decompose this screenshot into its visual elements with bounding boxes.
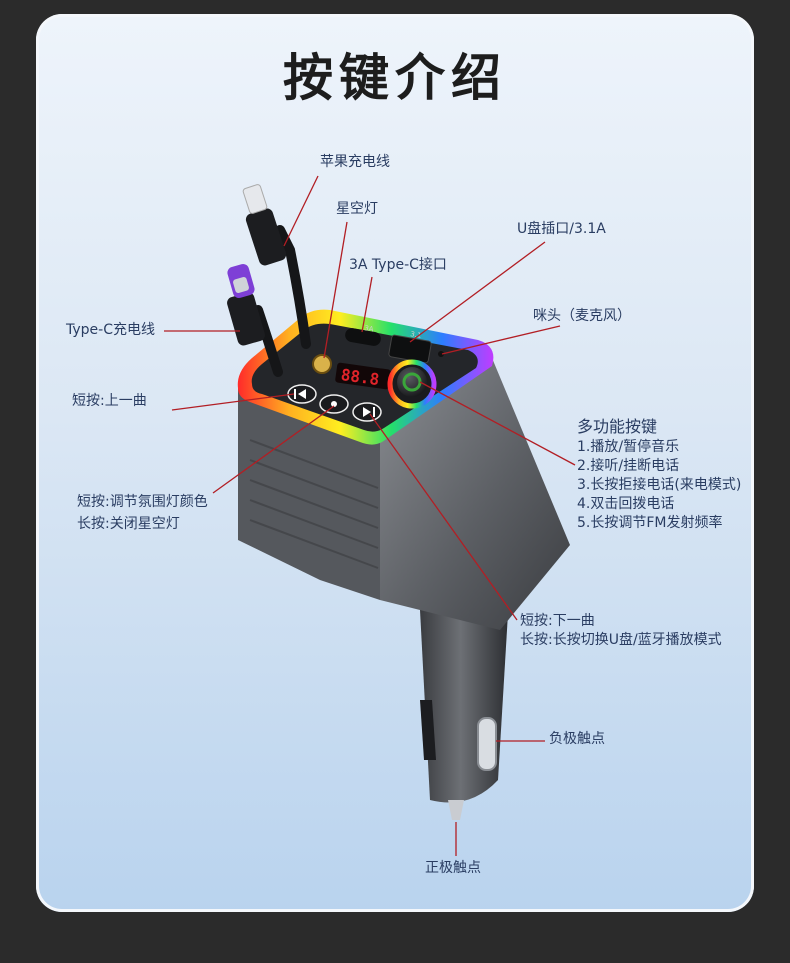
label-next-track-short: 短按:下一曲	[520, 613, 595, 629]
prev-icon	[294, 389, 306, 399]
label-negative-contact: 负极触点	[549, 731, 605, 747]
label-type-c-port: 3A Type-C接口	[349, 257, 447, 273]
multifunction-knob[interactable]	[387, 359, 437, 409]
label-apple-cable: 苹果充电线	[320, 154, 390, 170]
multifunction-item: 1.播放/暂停音乐	[577, 439, 680, 455]
type-c-cable	[227, 264, 283, 377]
page-title: 按键介绍	[283, 49, 507, 107]
multifunction-item: 4.双击回拨电话	[577, 496, 675, 512]
leader-lines	[164, 175, 576, 856]
next-track-button[interactable]	[352, 402, 382, 422]
label-light-button-long: 长按:关闭星空灯	[77, 516, 180, 532]
light-icon	[331, 401, 337, 407]
label-next-track-long: 长按:长按切换U盘/蓝牙播放模式	[520, 632, 722, 648]
negative-contact-spring	[477, 717, 497, 771]
lightning-cable	[242, 184, 311, 349]
star-light	[312, 354, 332, 374]
car-plug	[420, 580, 510, 820]
label-positive-contact: 正极触点	[425, 860, 481, 876]
label-light-button-short: 短按:调节氛围灯颜色	[77, 494, 208, 510]
multifunction-item: 2.接听/挂断电话	[577, 458, 680, 474]
multifunction-item: 5.长按调节FM发射频率	[577, 515, 723, 531]
light-button[interactable]	[319, 394, 349, 414]
label-mic: 咪头（麦克风）	[533, 308, 631, 324]
next-icon	[363, 407, 375, 417]
label-star-light: 星空灯	[336, 201, 378, 217]
multifunction-heading: 多功能按键	[577, 417, 658, 436]
type-c-port	[345, 328, 381, 346]
port-3a-text: 3A	[364, 324, 375, 334]
positive-contact-tip	[448, 800, 464, 820]
prev-track-button[interactable]	[287, 384, 317, 404]
mic-hole	[438, 351, 444, 357]
label-usb-port: U盘插口/3.1A	[517, 221, 606, 237]
label-prev-track: 短按:上一曲	[72, 393, 147, 409]
top-controls: 3A 3.1 88.8	[287, 324, 444, 422]
display-screen	[335, 362, 391, 390]
multifunction-item: 3.长按拒接电话(来电模式)	[577, 477, 742, 493]
port-usb-text: 3.1	[410, 330, 422, 340]
label-type-c-cable: Type-C充电线	[66, 322, 155, 338]
